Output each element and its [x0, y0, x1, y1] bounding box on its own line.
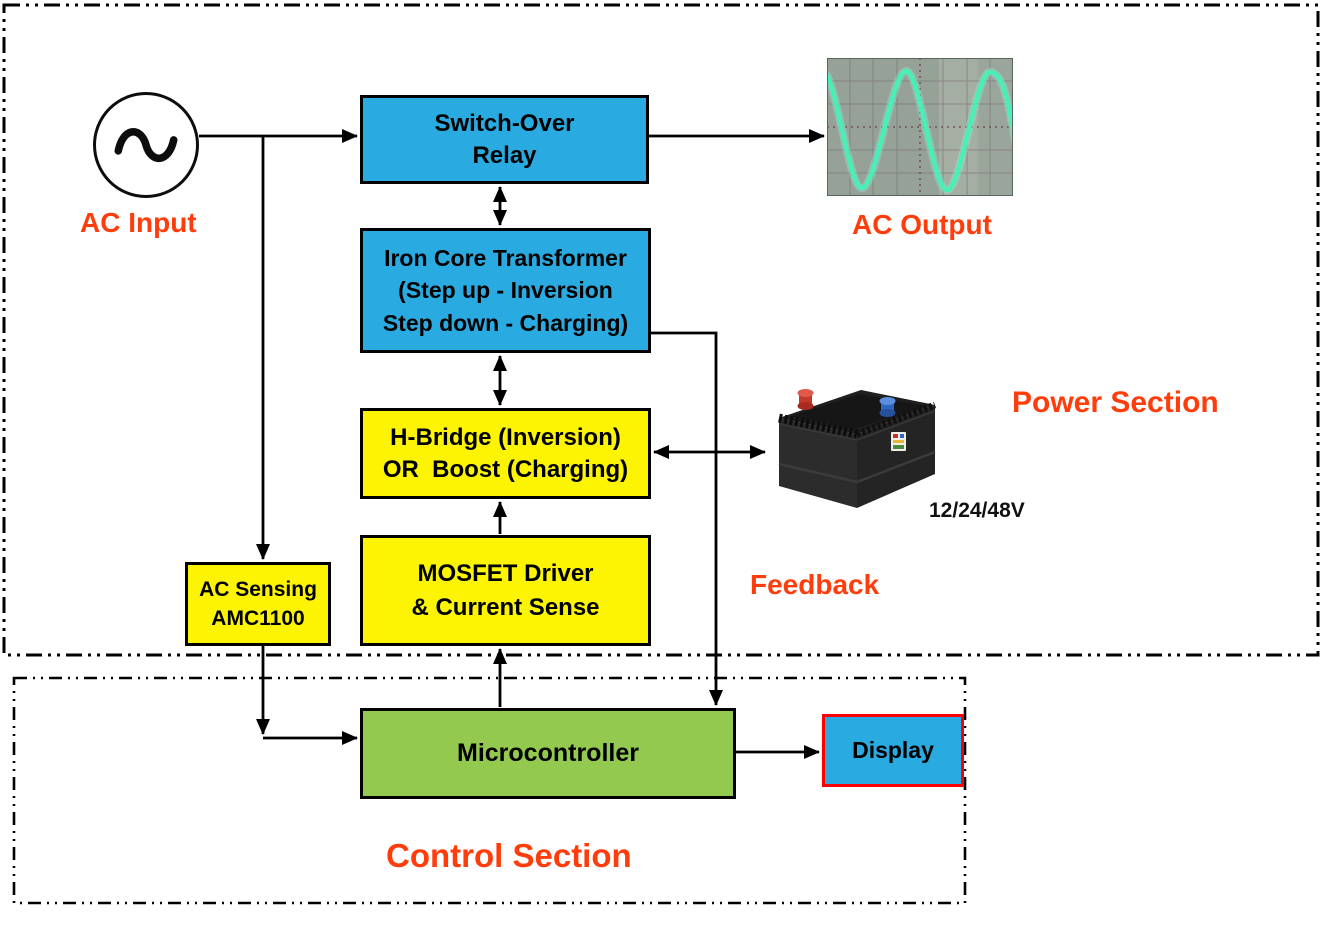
- feedback-label: Feedback: [750, 569, 880, 600]
- control-section-border: [12, 676, 967, 905]
- block-display: Display: [822, 714, 964, 787]
- oscilloscope-image: [818, 57, 1021, 197]
- block-h-bridge-boost: H-Bridge (Inversion) OR Boost (Charging): [360, 408, 651, 499]
- block-label: Iron Core Transformer: [384, 245, 627, 272]
- block-iron-core-transformer: Iron Core Transformer (Step up - Inversi…: [360, 228, 651, 353]
- block-label: H-Bridge (Inversion): [390, 423, 621, 451]
- block-label: MOSFET Driver: [417, 559, 594, 587]
- block-microcontroller: Microcontroller: [360, 708, 736, 799]
- block-label: AMC1100: [211, 607, 305, 630]
- block-label: AC Sensing: [199, 577, 317, 601]
- car-battery-icon: [778, 389, 937, 508]
- block-label: Display: [852, 737, 934, 764]
- block-label: Microcontroller: [457, 739, 639, 767]
- power-section-border: [2, 3, 1320, 657]
- block-ac-sensing-amc1100: AC Sensing AMC1100: [185, 562, 331, 646]
- block-label: Relay: [472, 141, 537, 169]
- oscilloscope-waveform-icon: [818, 57, 1021, 197]
- ac-input-label: AC Input: [80, 207, 197, 238]
- conn-feedback: [651, 331, 723, 706]
- ac-source-symbol: [93, 92, 199, 198]
- block-label: OR Boost (Charging): [382, 455, 629, 483]
- battery-voltage-label: 12/24/48V: [929, 499, 1025, 522]
- block-switch-over-relay: Switch-Over Relay: [360, 95, 649, 184]
- block-mosfet-driver: MOSFET Driver & Current Sense: [360, 535, 651, 646]
- block-label: Switch-Over: [434, 109, 575, 137]
- battery-image: [765, 372, 945, 512]
- block-label: & Current Sense: [411, 593, 600, 621]
- block-label: Step down - Charging): [382, 309, 629, 336]
- block-label: (Step up - Inversion: [398, 277, 613, 304]
- sine-wave-icon: [114, 128, 178, 162]
- control-section-label: Control Section: [386, 837, 632, 874]
- power-section-label: Power Section: [1012, 386, 1219, 419]
- ac-output-label: AC Output: [852, 209, 992, 240]
